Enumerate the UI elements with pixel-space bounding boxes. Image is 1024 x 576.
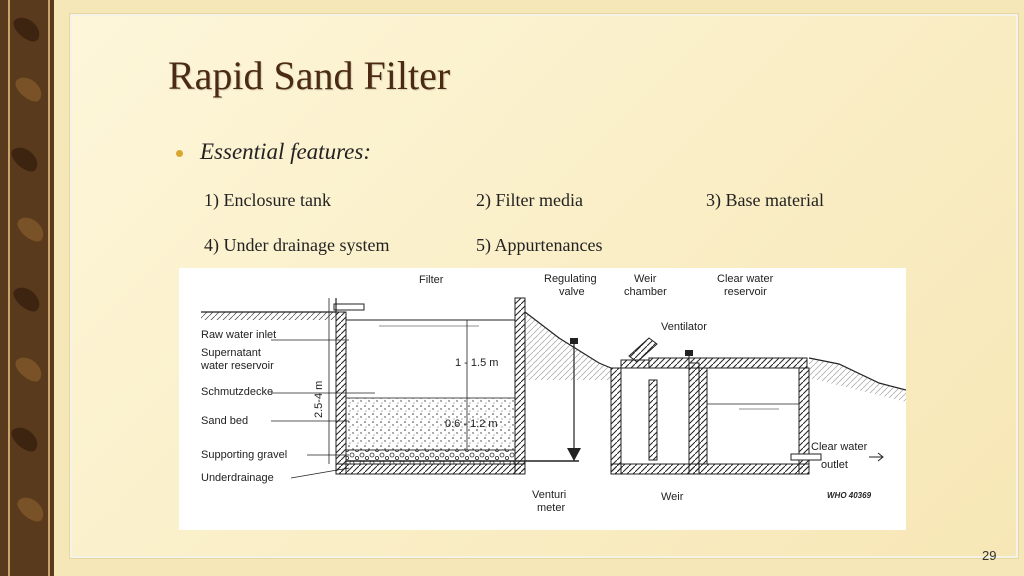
weir-chamber-left-wall [610, 367, 622, 475]
raw-water-inlet-pipe [333, 303, 365, 311]
label-underdrainage: Underdrainage [201, 472, 274, 484]
label-who-code: WHO 40369 [827, 491, 872, 500]
label-ventilator: Ventilator [661, 321, 707, 333]
filter-diagram-svg: Filter Regulating valve Weir chamber Cle… [200, 273, 906, 514]
border-stripe [8, 0, 50, 576]
label-clear-water-outlet: Clear water [811, 441, 868, 453]
decorative-border [0, 0, 54, 576]
sand-bed [345, 397, 516, 451]
ground-left [201, 312, 336, 320]
label-schmutzdecke: Schmutzdecke [201, 386, 273, 398]
clear-water-outlet-pipe [790, 453, 822, 461]
label-weir-chamber: chamber [624, 286, 667, 298]
weir-chamber-right-wall [688, 362, 700, 475]
label-raw-water-inlet: Raw water inlet [201, 329, 276, 341]
label-clear-water-reservoir: Clear water [717, 273, 774, 285]
feature-item: 5) Appurtenances [476, 235, 603, 255]
label-regulating-valve: valve [559, 286, 585, 298]
feature-item: 4) Under drainage system [204, 235, 390, 255]
bullet-marker [176, 150, 183, 157]
label-weir: Weir [661, 491, 684, 503]
filter-right-wall [514, 297, 526, 475]
label-sand-depth: 0.6 - 1.2 m [445, 418, 498, 430]
label-venturi-meter: meter [537, 502, 565, 514]
feature-item: 3) Base material [706, 190, 824, 210]
supporting-gravel [345, 449, 516, 465]
feature-item: 2) Filter media [476, 190, 583, 210]
label-supernatant: Supernatant [201, 347, 261, 359]
label-water-depth: 1 - 1.5 m [455, 357, 498, 369]
label-venturi-meter: Venturi [532, 489, 566, 501]
label-total-depth: 2.5-4 m [313, 381, 325, 418]
label-supporting-gravel: Supporting gravel [201, 449, 287, 461]
filter-floor [335, 463, 526, 475]
label-weir-chamber: Weir [634, 273, 657, 285]
label-clear-water-outlet: outlet [821, 459, 848, 471]
reservoir-left-wall [698, 367, 708, 465]
label-clear-water-reservoir: reservoir [724, 286, 767, 298]
slide-title: Rapid Sand Filter [168, 53, 451, 98]
label-regulating-valve: Regulating [544, 273, 597, 285]
weir-chamber-floor [610, 463, 700, 475]
feature-item: 1) Enclosure tank [204, 190, 331, 210]
reservoir-roof [648, 357, 808, 369]
filter-diagram: Filter Regulating valve Weir chamber Cle… [179, 268, 906, 530]
slide-frame [70, 14, 1018, 558]
page-number: 29 [982, 548, 997, 563]
reservoir-floor [698, 463, 810, 475]
label-supernatant: water reservoir [200, 360, 274, 372]
weir-plate [648, 379, 658, 461]
label-filter: Filter [419, 274, 444, 286]
bullet-heading: Essential features: [200, 139, 371, 164]
label-sand-bed: Sand bed [201, 415, 248, 427]
